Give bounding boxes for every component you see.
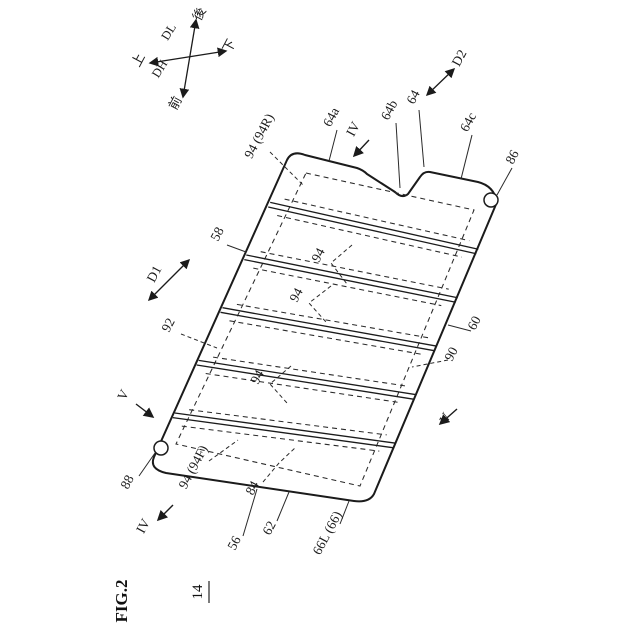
leader-94-3 <box>269 365 292 404</box>
compass-dl-label: DL <box>158 21 179 43</box>
leader-62 <box>276 491 290 522</box>
leader-86 <box>496 167 513 196</box>
cross-member-ribs <box>172 201 479 449</box>
section-v-right-arrow <box>438 408 458 426</box>
leader-64a <box>328 129 338 162</box>
module-dashed-line <box>284 198 470 242</box>
rib-line <box>244 258 456 303</box>
label-64a: 64a <box>320 105 342 129</box>
leader-84 <box>262 446 297 483</box>
compass-rear-label: 後 <box>190 5 209 24</box>
module-dashed-line <box>181 425 380 452</box>
figure-ref-14: 14 <box>190 584 206 600</box>
leader-90 <box>411 359 449 368</box>
module-dashed-line <box>189 409 387 436</box>
compass-up-label: 上 <box>129 51 148 70</box>
rib-line <box>174 412 396 444</box>
mounting-hole-88 <box>153 440 169 456</box>
inner-frame-dashed-boundary <box>175 172 475 487</box>
module-dashed-line <box>277 214 463 258</box>
rib-line <box>198 359 417 396</box>
module-dashed-line <box>213 356 408 387</box>
label-section-v-left: V <box>114 387 132 403</box>
compass-down-label: 下 <box>220 37 239 56</box>
label-92: 92 <box>158 315 178 334</box>
leader-56 <box>242 488 258 537</box>
label-94-1: 94 <box>308 245 328 264</box>
battery-module-dashed-lines <box>181 198 470 452</box>
label-64: 64 <box>403 87 423 106</box>
section-iv-top-arrow <box>352 139 370 158</box>
label-66L-66: 66L (66) <box>309 509 344 558</box>
rib-line <box>196 364 415 400</box>
leader-60 <box>447 324 472 332</box>
module-dashed-line <box>260 251 449 290</box>
label-58: 58 <box>207 224 227 243</box>
leader-64 <box>418 109 425 168</box>
label-84: 84 <box>242 478 262 497</box>
figure-caption: FIG.2 <box>112 580 131 623</box>
label-94-3: 94 <box>247 367 267 386</box>
label-56: 56 <box>224 533 244 552</box>
label-section-v-right: V <box>436 410 454 426</box>
leader-64c <box>460 134 473 180</box>
leader-94r <box>269 151 305 187</box>
leader-94-1 <box>330 244 353 285</box>
solid-leader-lines <box>138 109 513 537</box>
leader-58 <box>226 244 247 253</box>
leader-94f <box>208 439 239 462</box>
section-arrows <box>135 139 458 522</box>
mounting-hole-86 <box>483 192 499 208</box>
leader-66l <box>339 500 350 525</box>
label-62: 62 <box>259 518 279 537</box>
dashed-leader-lines <box>180 151 449 483</box>
rib-line <box>172 416 394 449</box>
compass-height-axis <box>148 47 228 67</box>
label-d2: D2 <box>449 47 470 69</box>
module-dashed-line <box>253 267 442 307</box>
label-64b: 64b <box>378 97 401 122</box>
compass-longitudinal-axis <box>179 18 200 99</box>
section-v-left-arrow <box>135 403 155 418</box>
section-iv-bottom-arrow <box>156 504 174 522</box>
label-section-iv-bottom: IV <box>133 516 153 536</box>
rib-line <box>268 206 477 255</box>
label-94-2: 94 <box>286 285 306 304</box>
label-88: 88 <box>117 472 137 491</box>
leader-64b <box>395 122 401 189</box>
d2-arrow <box>425 67 456 97</box>
rib-line <box>270 201 479 250</box>
leader-88 <box>138 452 156 477</box>
orientation-compass: 後 前 上 下 DL DH <box>129 5 239 113</box>
direction-arrows <box>147 67 456 302</box>
d1-arrow <box>147 258 191 302</box>
label-90: 90 <box>441 344 461 363</box>
label-d1: D1 <box>144 263 165 285</box>
leader-94-2 <box>308 285 332 323</box>
label-86: 86 <box>502 147 522 166</box>
label-section-iv-top: IV <box>343 119 363 139</box>
rib-line <box>246 254 458 299</box>
module-dashed-line <box>205 372 400 404</box>
battery-tray-outline <box>151 152 498 503</box>
rib-line <box>222 307 438 347</box>
rib-line <box>220 311 436 352</box>
label-64c: 64c <box>457 110 479 134</box>
label-60: 60 <box>464 313 484 332</box>
